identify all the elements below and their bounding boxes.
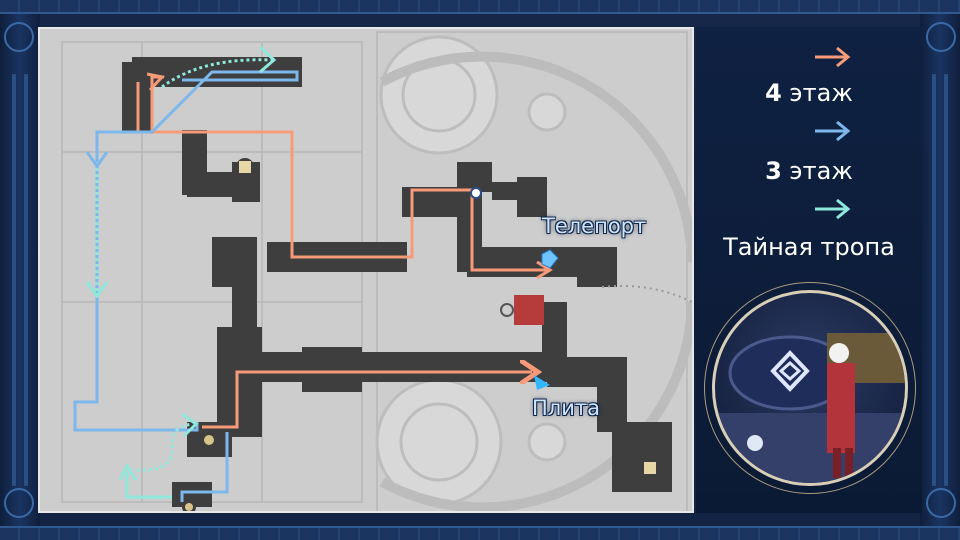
route-floor4-main [136, 82, 547, 272]
legend-floor3-word: этаж [789, 157, 853, 185]
route-floor3-bottom [180, 432, 229, 502]
floor3-arrow-icon [815, 120, 851, 142]
legend-secret: Тайная тропа [723, 233, 895, 261]
plate-icon[interactable] [534, 375, 550, 390]
arrow-head-icon [181, 412, 199, 438]
left-pillar [0, 14, 40, 526]
arrow-head-icon [536, 260, 553, 280]
right-pillar [920, 14, 960, 526]
arrow-head-icon [85, 151, 109, 169]
arrow-head-icon [521, 360, 539, 385]
route-floor4-lower [202, 372, 532, 429]
teleport-icon[interactable] [541, 249, 559, 269]
corner-ornament-icon [4, 22, 34, 52]
plate-label: Плита [532, 396, 600, 420]
route-floor3-left [73, 162, 199, 432]
corner-ornament-icon [926, 22, 956, 52]
legend-floor3: 3 этаж [696, 157, 922, 185]
map-corridors [122, 57, 672, 507]
route-floor3 [95, 70, 299, 162]
big-ring-decor [379, 51, 692, 511]
frame-border-bottom [0, 526, 960, 540]
arrow-head-icon [146, 72, 165, 92]
teleport-label: Телепорт [542, 214, 647, 238]
npc-marker-icon[interactable] [470, 187, 482, 199]
corner-ornament-icon [4, 488, 34, 518]
red-mechanism-icon[interactable] [500, 295, 544, 325]
dungeon-map[interactable]: Телепорт Плита [38, 27, 694, 513]
arrow-head-icon [85, 281, 109, 299]
chest-icon[interactable] [201, 432, 217, 448]
portrait-ring [704, 282, 916, 494]
legend-floor4-number: 4 [765, 79, 782, 107]
legend-floor4: 4 этаж [696, 79, 922, 107]
floor4-arrow-icon [815, 46, 851, 68]
frame-border-top [0, 0, 960, 14]
route-floor3-bottom2 [125, 472, 172, 499]
puzzle-icon[interactable] [236, 158, 254, 176]
corner-ornament-icon [926, 488, 956, 518]
arrow-head-icon [118, 462, 138, 481]
route-secret-bottom [136, 422, 193, 472]
legend-floor3-number: 3 [765, 157, 782, 185]
secret-path-arrow-icon [815, 198, 851, 220]
puzzle-icon[interactable] [641, 459, 659, 477]
arrow-head-icon [258, 45, 277, 74]
legend-floor4-word: этаж [789, 79, 853, 107]
character-portrait-icon [712, 290, 908, 486]
chest-icon[interactable] [182, 500, 196, 513]
map-svg [40, 29, 692, 513]
